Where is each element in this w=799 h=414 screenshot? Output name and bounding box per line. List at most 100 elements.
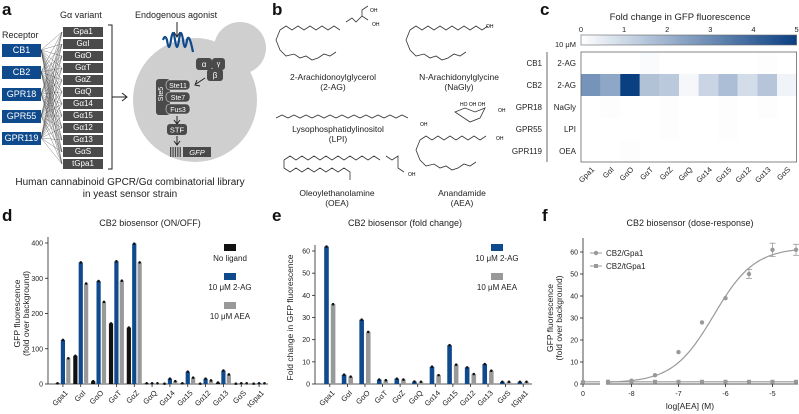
svg-text:log[AEA] (M): log[AEA] (M) [666,401,714,411]
svg-text:GαZ: GαZ [658,165,675,182]
svg-text:-5: -5 [769,391,775,398]
svg-text:Gα15: Gα15 [175,388,194,407]
svg-text:Gα15: Gα15 [440,388,459,407]
svg-text:10 μM AEA: 10 μM AEA [477,283,518,292]
svg-text:GFP: GFP [189,148,204,157]
svg-text:(fold over background): (fold over background) [21,271,31,356]
svg-text:OH: OH [370,8,378,14]
ga-variant-box: Gpa1 [62,26,104,38]
svg-text:50: 50 [570,272,578,279]
compound-abbr: (NaGly) [444,82,474,92]
svg-text:2-AG: 2-AG [557,59,576,68]
svg-text:Gα13: Gα13 [475,388,494,407]
svg-text:Gα13: Gα13 [211,388,230,407]
svg-text:tGpa1: tGpa1 [245,388,266,409]
svg-text:GαZ: GαZ [124,388,141,405]
svg-text:CB2 biosensor (dose-response): CB2 biosensor (dose-response) [626,218,753,228]
svg-text:40: 40 [570,294,578,301]
panel-e-letter: e [272,206,282,225]
svg-text:-7: -7 [675,391,681,398]
svg-text:10 μM 2-AG: 10 μM 2-AG [208,283,251,292]
svg-text:γ: γ [217,61,221,68]
svg-text:GαQ: GαQ [141,388,159,406]
svg-text:0: 0 [39,382,43,389]
svg-text:Ste7: Ste7 [171,95,186,102]
svg-text:LPI: LPI [564,125,576,134]
svg-text:2-AG: 2-AG [557,81,576,90]
ga-variant-box: GαI [62,38,104,50]
svg-text:OH: OH [496,136,504,142]
svg-text:No ligand: No ligand [213,254,247,263]
ga-variant-box: GαQ [62,86,104,98]
panel-f-letter: f [542,206,548,225]
compound-abbr: (2-AG) [320,82,346,92]
svg-text:Gα12: Gα12 [734,165,753,184]
ga-variant-box: tGpa1 [62,158,104,170]
svg-text:GαQ: GαQ [677,165,695,183]
svg-text:GαT: GαT [638,165,655,182]
library-caption-line2: in yeast sensor strain [82,189,178,200]
svg-text:OH: OH [486,24,494,30]
compound-name: 2-Arachidonoylglycerol [290,72,376,82]
svg-text:(fold over background): (fold over background) [554,275,564,360]
svg-text:20: 20 [570,338,578,345]
svg-text:STF: STF [170,126,185,135]
svg-text:Gα12: Gα12 [193,388,212,407]
svg-text:GαS: GαS [775,165,792,182]
svg-text:-8: -8 [628,391,634,398]
svg-text:GαI: GαI [73,388,88,403]
svg-text:OH: OH [420,122,428,128]
svg-text:0: 0 [581,391,585,398]
svg-text:GαI: GαI [339,388,354,403]
svg-text:Gpa1: Gpa1 [577,165,596,184]
svg-text:0: 0 [574,382,578,389]
compound-aea: Anandamide (AEA) [412,188,512,208]
svg-text:GαZ: GαZ [390,388,407,405]
compound-name: Lysophosphatidylinositol [292,124,384,134]
svg-text:100: 100 [31,346,43,353]
svg-text:Gα14: Gα14 [157,388,176,407]
svg-text:GαO: GαO [88,388,106,406]
ga-variant-box: Gα12 [62,122,104,134]
svg-text:GαQ: GαQ [407,388,425,406]
receptor-cb1: CB1 [2,44,41,57]
svg-text:10: 10 [570,360,578,367]
svg-text:-6: -6 [722,391,728,398]
svg-text:Gα14: Gα14 [694,165,713,184]
svg-text:10 μM 2-AG: 10 μM 2-AG [475,254,518,263]
svg-text:CB2: CB2 [526,81,542,90]
svg-text:1: 1 [622,25,626,34]
svg-text:Gα14: Gα14 [423,388,442,407]
panel-b-letter: b [272,0,283,19]
svg-text:GαT: GαT [373,388,390,405]
ga-variant-box: GαO [62,50,104,62]
svg-text:α: α [202,60,207,69]
svg-text:Gα12: Gα12 [458,388,477,407]
svg-text:3: 3 [708,25,712,34]
svg-text:60: 60 [570,250,578,257]
svg-text:GFP fluorescence: GFP fluorescence [12,279,22,347]
svg-text:GPR119: GPR119 [512,147,543,156]
compound-name: N-Arachidonylglycine [419,72,499,82]
svg-text:10: 10 [302,359,310,366]
svg-text:Gpa1: Gpa1 [50,388,69,407]
svg-text:GPR55: GPR55 [516,125,543,134]
svg-text:Fold change in GFP fluorescenc: Fold change in GFP fluorescence [610,12,751,23]
svg-text:40: 40 [302,293,310,300]
svg-text:Ste5: Ste5 [158,87,165,102]
svg-text:Fold change in GFP fluorescenc: Fold change in GFP fluorescence [285,254,295,380]
svg-text:GαO: GαO [618,165,636,183]
receptor-gpr18: GPR18 [2,88,41,101]
svg-text:GαT: GαT [106,388,123,405]
compound-name: Anandamide [438,188,486,198]
svg-text:GPR18: GPR18 [516,103,543,112]
svg-text:30: 30 [570,316,578,323]
compound-abbr: (LPI) [328,134,348,144]
svg-text:10 μM AEA: 10 μM AEA [210,312,251,321]
svg-text:10 μM: 10 μM [555,40,576,49]
compound-lpi: Lysophosphatidylinositol (LPI) [278,124,398,144]
compound-abbr: (OEA) [325,198,349,208]
svg-text:60: 60 [302,249,310,256]
